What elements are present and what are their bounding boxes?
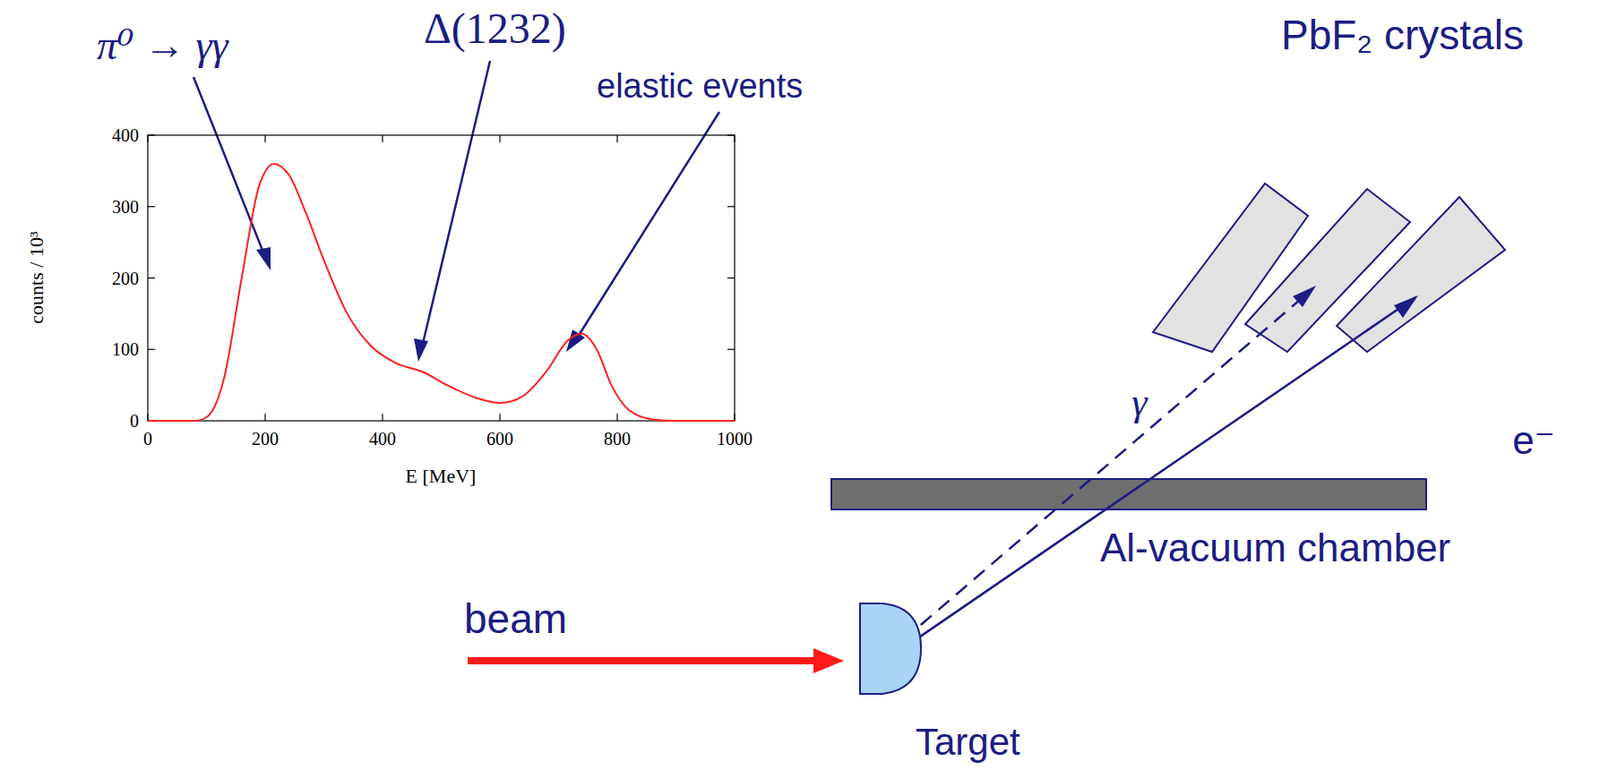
histogram-curve — [147, 163, 735, 422]
tick-label: 0 — [129, 411, 139, 431]
tick-label: 100 — [111, 339, 139, 360]
tick-mark — [147, 134, 155, 136]
leader-line — [421, 60, 491, 352]
arrow-head — [1393, 295, 1419, 319]
peak-annotation: Δ(1232) — [423, 5, 567, 53]
tick-mark — [147, 206, 155, 207]
tick-mark — [381, 413, 383, 422]
tick-label: 400 — [111, 125, 139, 146]
tick-mark — [727, 206, 735, 207]
tick-mark — [264, 413, 266, 422]
histogram-chart — [147, 135, 735, 422]
photon-track — [903, 288, 1314, 641]
tick-label: 200 — [111, 268, 139, 289]
tick-label: 300 — [111, 197, 139, 217]
part-label: beam — [464, 596, 568, 643]
tick-label: 200 — [251, 429, 279, 449]
tick-mark — [146, 135, 148, 143]
tick-mark — [733, 135, 735, 143]
tick-mark — [616, 413, 618, 422]
arrow-head — [813, 648, 844, 674]
tick-label: 600 — [486, 429, 514, 449]
tick-mark — [727, 134, 735, 136]
part-label: Target — [915, 722, 1021, 764]
part-label: PbF₂ crystals — [1281, 12, 1524, 59]
tick-mark — [264, 135, 266, 143]
leader-line — [573, 111, 720, 345]
plot-frame — [147, 135, 735, 422]
arrow-head — [256, 247, 271, 271]
arrow-head — [413, 338, 429, 362]
crystal — [1336, 197, 1506, 353]
tick-label: 800 — [603, 429, 631, 449]
tick-mark — [147, 349, 155, 351]
leader-line — [193, 77, 267, 262]
tick-label: 0 — [143, 429, 153, 449]
tick-mark — [146, 413, 148, 422]
tick-mark — [733, 413, 735, 422]
tick-mark — [147, 277, 155, 279]
tick-mark — [616, 135, 618, 143]
part-label: Al-vacuum chamber — [1100, 526, 1451, 570]
axis-title: counts / 10³ — [26, 231, 49, 324]
peak-annotation: elastic events — [596, 68, 803, 106]
peak-annotation: π⁰ → γγ — [96, 23, 229, 69]
tick-mark — [381, 135, 383, 143]
target — [860, 603, 921, 695]
tick-mark — [727, 349, 735, 351]
beam-arrow — [467, 657, 818, 665]
arrow-head — [1292, 285, 1317, 308]
tick-mark — [727, 277, 735, 279]
tick-mark — [498, 413, 500, 422]
particle-label: e⁻ — [1512, 419, 1556, 463]
tick-label: 1000 — [716, 429, 753, 449]
axis-title: E [MeV] — [405, 465, 477, 488]
electron-track — [908, 297, 1416, 646]
tick-label: 400 — [369, 429, 396, 449]
tick-mark — [498, 135, 500, 143]
particle-label: γ — [1131, 381, 1147, 425]
